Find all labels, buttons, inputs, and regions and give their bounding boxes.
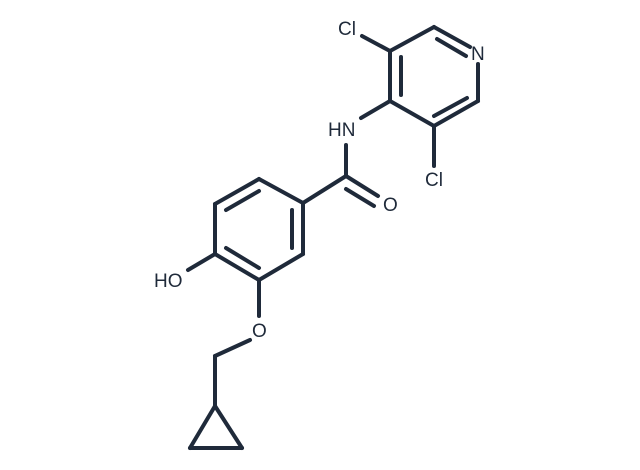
bond-o-ether-ch2	[213, 338, 252, 358]
atom-cl-top: Cl	[338, 19, 356, 40]
bond-benzene-c5-c6	[257, 252, 305, 282]
bond-benzene-c4-c5	[213, 252, 261, 282]
bond-c4-nh	[359, 99, 392, 120]
bond-benzene-c2-c3	[213, 177, 261, 206]
bond-pyridine-c3-c2	[388, 25, 436, 53]
atom-ho-hydroxyl: HO	[154, 271, 183, 292]
bond-pyridine-c6-c5	[432, 99, 480, 128]
atom-labels: Cl N HN Cl O HO O	[154, 19, 485, 342]
atom-nh-amide: HN	[328, 120, 355, 141]
bond-cyclopropyl-c	[213, 404, 244, 450]
atom-n-pyridine: N	[471, 44, 485, 65]
atom-cl-bottom: Cl	[425, 170, 443, 191]
bond-c3-cl-top	[360, 34, 392, 53]
bond-carbonyl-c-o-double	[344, 187, 376, 208]
bond-c4-oh	[186, 252, 217, 272]
atom-o-ether: O	[252, 321, 267, 342]
bond-pyridine-c2-n-double	[435, 37, 468, 58]
bond-benzene-c4-c5-double	[224, 246, 261, 270]
bond-pyridine-c6-c5-double	[432, 96, 469, 118]
bond-pyridine-c5-c4	[388, 99, 436, 128]
bond-cyclopropyl-a	[188, 404, 217, 450]
bonds	[186, 25, 480, 450]
atom-o-carbonyl: O	[383, 195, 398, 216]
bond-benzene-c2-c3-double	[224, 189, 261, 212]
bond-pyridine-c2-n	[432, 25, 472, 49]
bond-benzene-c1-c2	[257, 177, 305, 205]
bond-carbonyl-c-o	[344, 174, 380, 198]
bond-carbonyl-c-benzene	[301, 174, 348, 205]
